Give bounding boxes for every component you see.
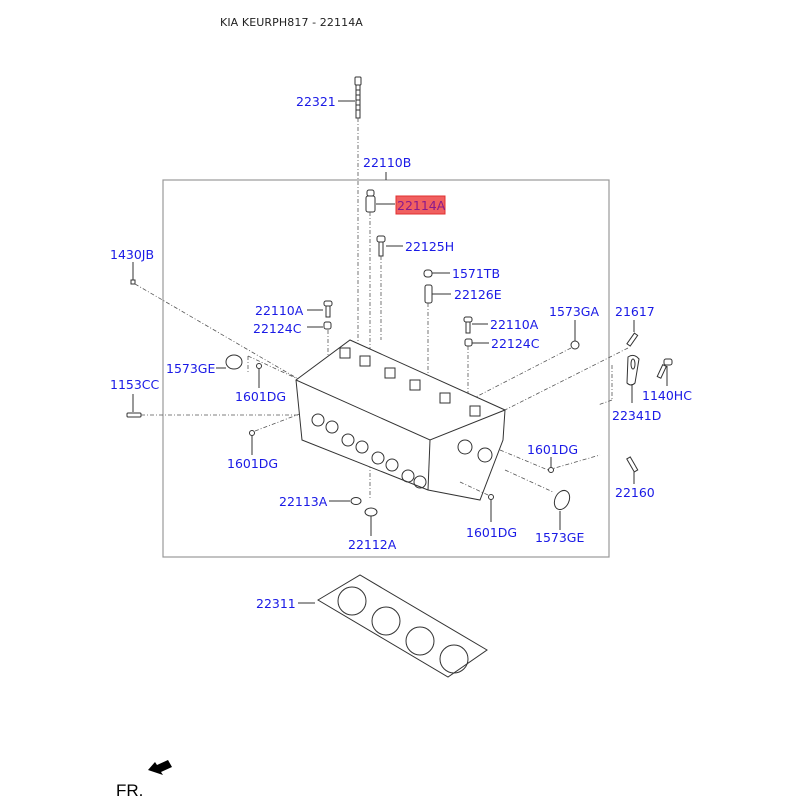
callout-22114a[interactable]: 22114A	[397, 198, 446, 213]
highlight-box	[395, 195, 446, 215]
callout-21617[interactable]: 21617	[615, 304, 655, 319]
washer-22124c-left[interactable]	[323, 321, 332, 330]
stud-21617[interactable]	[626, 332, 639, 347]
callout-22124c-right[interactable]: 22124C	[491, 336, 540, 351]
front-orientation-label: FR.	[116, 781, 143, 800]
bolt-22110a-left[interactable]	[323, 300, 333, 318]
callout-1601dg-right-lower[interactable]: 1601DG	[466, 525, 517, 540]
callout-22110b[interactable]: 22110B	[363, 155, 411, 170]
stud-1153cc[interactable]	[126, 412, 142, 418]
cylinder-head-22110b[interactable]	[295, 339, 506, 501]
head-gasket-22311[interactable]	[317, 574, 488, 678]
callout-22110a-right[interactable]: 22110A	[490, 317, 539, 332]
ring-22112a[interactable]	[364, 507, 378, 517]
pin-1601dg-right-upper[interactable]	[548, 467, 554, 473]
callout-22341d[interactable]: 22341D	[612, 408, 661, 423]
plug-1573ge-left[interactable]	[225, 354, 243, 370]
callout-1430jb[interactable]: 1430JB	[110, 247, 154, 262]
callout-1573ge-left[interactable]: 1573GE	[166, 361, 215, 376]
callout-1601dg-right-upper[interactable]: 1601DG	[527, 442, 578, 457]
bolt-22110a-right[interactable]	[463, 316, 473, 334]
plug-1573ga[interactable]	[570, 340, 580, 350]
callout-22160[interactable]: 22160	[615, 485, 655, 500]
seal-1573ge-right[interactable]	[551, 488, 572, 512]
front-arrow-icon	[148, 760, 172, 775]
callout-1601dg-left-upper[interactable]: 1601DG	[235, 389, 286, 404]
stud-22160[interactable]	[626, 456, 639, 473]
callout-1573ge-right[interactable]: 1573GE	[535, 530, 584, 545]
callout-1571tb[interactable]: 1571TB	[452, 266, 500, 281]
pin-1601dg-left-upper[interactable]	[256, 363, 262, 369]
washer-22124c-right[interactable]	[464, 338, 473, 347]
callout-22112a[interactable]: 22112A	[348, 537, 397, 552]
callout-22110a-left[interactable]: 22110A	[255, 303, 304, 318]
callout-22311[interactable]: 22311	[256, 596, 296, 611]
diagram-title: KIA KEURPH817 - 22114A	[220, 16, 363, 29]
ring-22113a[interactable]	[350, 497, 362, 505]
head-bolt-22321[interactable]	[354, 76, 362, 119]
bolt-1140hc[interactable]	[656, 358, 673, 379]
dowel-22114a[interactable]	[365, 189, 376, 213]
plug-1571tb[interactable]	[423, 269, 433, 278]
pin-22126e[interactable]	[424, 284, 433, 304]
callout-1153cc[interactable]: 1153CC	[110, 377, 160, 392]
callout-1573ga[interactable]: 1573GA	[549, 304, 599, 319]
bolt-1430jb[interactable]	[130, 279, 136, 285]
callout-1140hc[interactable]: 1140HC	[642, 388, 692, 403]
callout-22321[interactable]: 22321	[296, 94, 336, 109]
callout-22113a[interactable]: 22113A	[279, 494, 328, 509]
callout-1601dg-left-lower[interactable]: 1601DG	[227, 456, 278, 471]
pin-1601dg-left-lower[interactable]	[249, 430, 255, 436]
bracket-22341d[interactable]	[626, 354, 640, 386]
callout-22125h[interactable]: 22125H	[405, 239, 454, 254]
bolt-22125h[interactable]	[376, 235, 386, 257]
callout-22126e[interactable]: 22126E	[454, 287, 502, 302]
pin-1601dg-right-lower[interactable]	[488, 494, 494, 500]
callout-22124c-left[interactable]: 22124C	[253, 321, 302, 336]
